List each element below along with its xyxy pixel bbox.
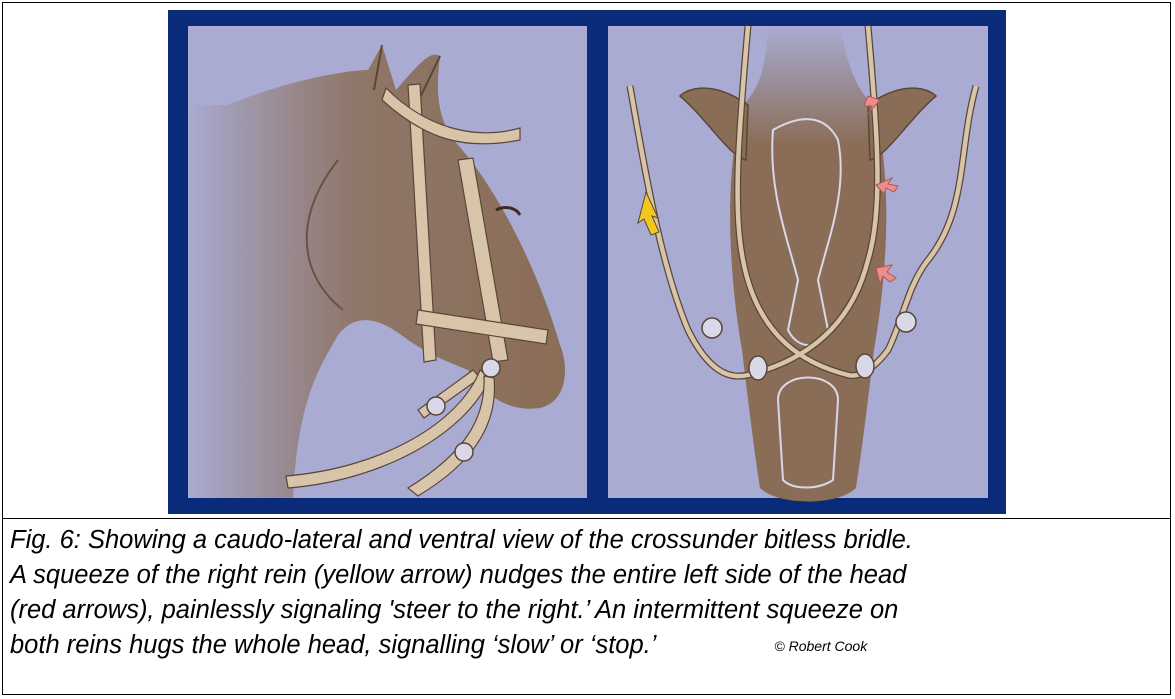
caption-line-1: Fig. 6: Showing a caudo-lateral and vent…	[10, 523, 1160, 558]
lateral-view-panel	[188, 26, 587, 498]
figure-caption: Fig. 6: Showing a caudo-lateral and vent…	[10, 523, 1160, 664]
caption-divider	[2, 518, 1171, 519]
caption-line-4: both reins hugs the whole head, signalli…	[10, 628, 1160, 664]
copyright-credit: © Robert Cook	[774, 638, 867, 654]
caption-line-2: A squeeze of the right rein (yellow arro…	[10, 558, 1160, 593]
caption-line-3: (red arrows), painlessly signaling 'stee…	[10, 593, 1160, 628]
bridle-illustration	[168, 10, 1006, 514]
ventral-view-panel	[608, 26, 988, 502]
caption-line-4-text: both reins hugs the whole head, signalli…	[10, 631, 656, 659]
